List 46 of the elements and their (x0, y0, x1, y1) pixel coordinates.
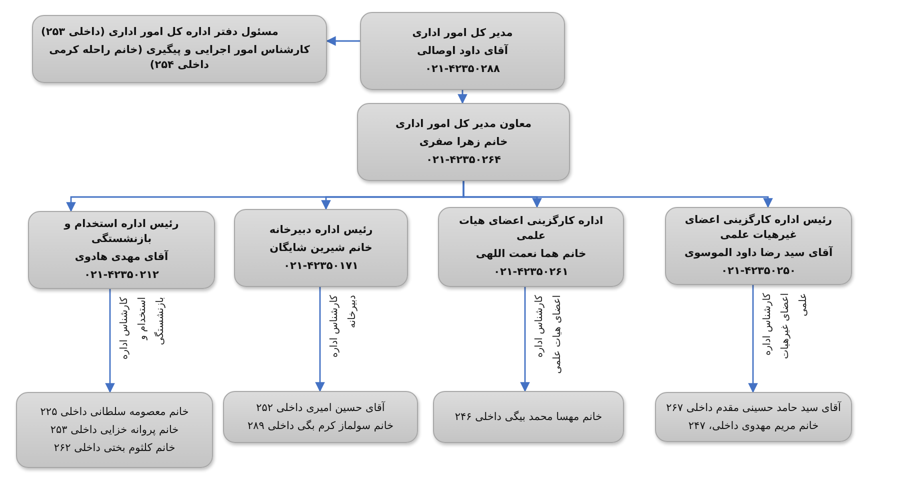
title-text: رئیس اداره استخدام و بازنشستگی (62, 217, 180, 247)
org-box (655, 392, 852, 442)
phone-text: ۰۲۱-۴۲۳۵۰۲۵۰ (721, 264, 796, 279)
phone-text: ۰۲۱-۴۲۳۵۰۲۶۱ (494, 265, 568, 280)
phone-text: ۰۲۱-۴۲۳۵۰۲۶۴ (426, 152, 501, 168)
staff-text: خانم سولماز کرم بگی داخلی ۲۸۹ (247, 418, 394, 434)
title-text: رئیس اداره کارگزینی اعضای غیرهیات علمی (684, 213, 834, 243)
org-box (433, 391, 624, 443)
org-box (16, 392, 213, 468)
arrow (520, 287, 530, 392)
org-box (360, 12, 565, 90)
title-text: معاون مدیر کل امور اداری (396, 116, 532, 132)
name-text: آقای سید رضا داود الموسوی (684, 246, 833, 261)
org-box (28, 211, 215, 289)
arrow (326, 36, 360, 46)
staff-text: خانم معصومه سلطانی داخلی ۲۲۵ (40, 404, 189, 420)
arrow (66, 181, 464, 212)
org-box (223, 391, 418, 443)
name-text: خانم زهرا صفری (419, 134, 508, 150)
staff-text: خانم کلثوم بختی داخلی ۲۶۲ (54, 440, 176, 456)
phone-text: ۰۲۱-۴۲۳۵۰۲۸۸ (425, 62, 500, 76)
name-text: آقای مهدی هادوی (74, 250, 168, 265)
arrow (315, 287, 325, 392)
arrow (458, 90, 468, 104)
title-text: مدیر کل امور اداری (412, 26, 513, 40)
staff-text: آقای حسین امیری داخلی ۲۵۲ (256, 400, 385, 416)
org-box (438, 207, 624, 287)
name-text: خانم شیرین شایگان (270, 240, 372, 256)
staff-text: مسئول دفتر اداره کل امور اداری (داخلی ۲۵۳) (41, 25, 278, 40)
org-box (32, 15, 327, 83)
phone-text: ۰۲۱-۴۲۳۵۰۲۱۲ (84, 268, 159, 283)
staff-text: خانم مریم مهدوی داخلی، ۲۴۷ (688, 418, 819, 434)
arrow (105, 289, 115, 393)
arrow (748, 285, 758, 393)
name-text: خانم هما نعمت اللهی (476, 247, 586, 262)
staff-text: آقای سید حامد حسینی مقدم داخلی ۲۶۷ (666, 400, 841, 416)
staff-text: کارشناس امور اجرایی و پیگیری (خانم راحله کرمی داخلی ۲۵۴) (48, 43, 311, 73)
staff-text: خانم پروانه خزایی داخلی ۲۵۳ (50, 422, 179, 438)
name-text: آقای داود اوصالی (416, 44, 508, 58)
org-box (357, 103, 570, 181)
title-text: اداره کارگزینی اعضای هیات علمی (458, 214, 604, 244)
org-box (665, 207, 852, 285)
phone-text: ۰۲۱-۴۲۳۵۰۱۷۱ (284, 258, 358, 274)
staff-text: خانم مهسا محمد بیگی داخلی ۲۴۶ (454, 410, 602, 424)
title-text: رئیس اداره دبیرخانه (269, 222, 373, 238)
org-box (234, 209, 408, 287)
